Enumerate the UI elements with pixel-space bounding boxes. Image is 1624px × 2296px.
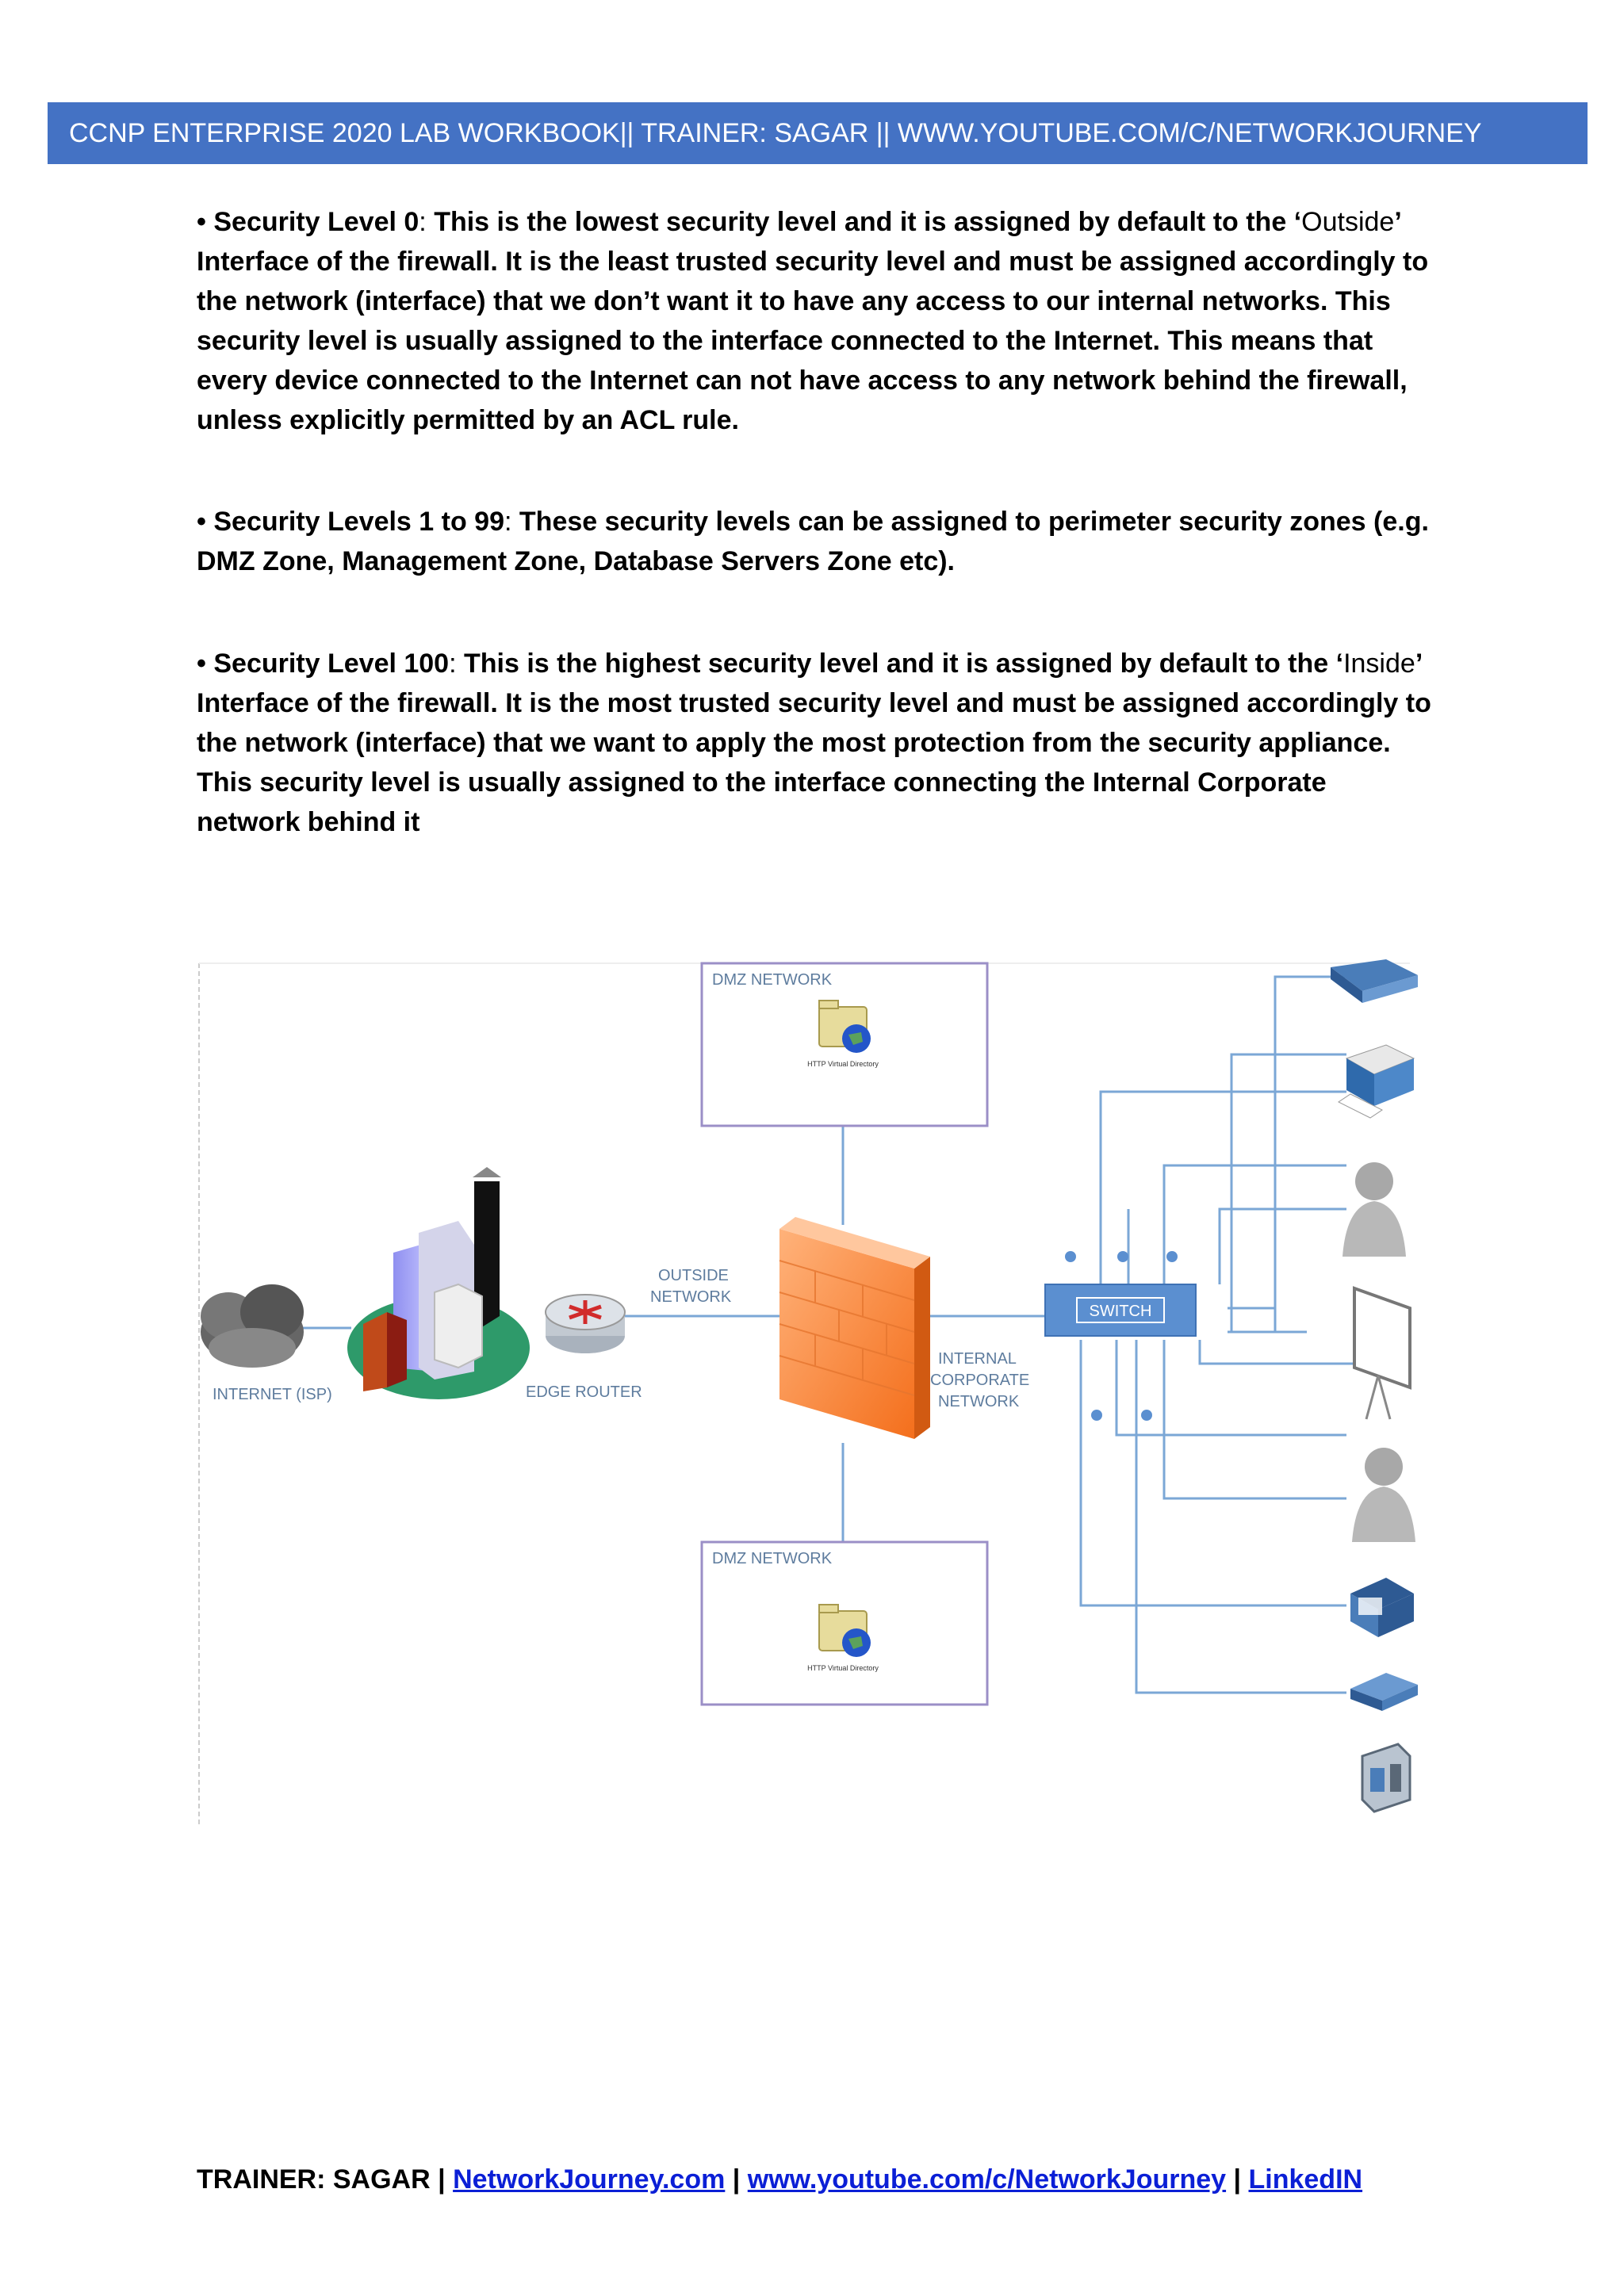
internal-label-1: INTERNAL bbox=[938, 1350, 1017, 1368]
internal-label-2: CORPORATE bbox=[930, 1372, 1029, 1389]
switch-label-box bbox=[1076, 1297, 1165, 1323]
connection-lines bbox=[300, 975, 1354, 1694]
separator: : bbox=[419, 207, 427, 237]
router-icon bbox=[545, 1294, 626, 1353]
user-icon bbox=[1352, 1448, 1415, 1542]
http-folder-icon bbox=[818, 1604, 871, 1657]
term: Security Level 100 bbox=[213, 649, 450, 679]
outside-label-2: NETWORK bbox=[650, 1288, 732, 1306]
page-footer: TRAINER: SAGAR | NetworkJourney.com | ww… bbox=[197, 2164, 1362, 2195]
edge-router-label: EDGE ROUTER bbox=[526, 1383, 642, 1401]
internal-label-3: NETWORK bbox=[938, 1393, 1020, 1410]
diagram-svg: DMZ NETWORK HTTP Virtual Directory DMZ N… bbox=[198, 959, 1418, 1827]
footer-separator: | bbox=[732, 2164, 741, 2195]
switch-box bbox=[1044, 1284, 1197, 1337]
paragraph-text: This is the highest security level and i… bbox=[464, 649, 1329, 679]
user-icon bbox=[1342, 1162, 1406, 1257]
term: Security Levels 1 to 99 bbox=[213, 507, 504, 537]
dmz-top-label: DMZ NETWORK bbox=[712, 971, 833, 989]
paragraph-text: This is the lowest security level and it… bbox=[434, 207, 1287, 237]
bullet: • bbox=[197, 649, 206, 679]
separator: : bbox=[504, 507, 512, 537]
bullet: • bbox=[197, 207, 206, 237]
networkjourney-link[interactable]: NetworkJourney.com bbox=[453, 2164, 726, 2195]
phone-icon bbox=[1350, 1578, 1414, 1637]
paragraph-text: Interface of the firewall. It is the lea… bbox=[197, 247, 1429, 435]
quote-open: ‘ bbox=[1335, 649, 1344, 679]
camera-icon bbox=[1361, 1743, 1411, 1813]
security-levels-1-99-paragraph: • Security Levels 1 to 99: These securit… bbox=[197, 502, 1434, 581]
outside-label-1: OUTSIDE bbox=[658, 1267, 729, 1284]
separator: : bbox=[449, 649, 457, 679]
paragraph-text: Interface of the firewall. It is the mos… bbox=[197, 688, 1431, 837]
quoted-term: Inside bbox=[1343, 649, 1415, 679]
footer-trainer: TRAINER: SAGAR bbox=[197, 2164, 431, 2195]
http-top-label: HTTP Virtual Directory bbox=[807, 1060, 879, 1068]
printer-icon bbox=[1338, 1044, 1415, 1119]
dmz-bottom-label: DMZ NETWORK bbox=[712, 1550, 833, 1567]
header-title: CCNP ENTERPRISE 2020 LAB WORKBOOK|| TRAI… bbox=[69, 118, 1482, 148]
bullet: • bbox=[197, 507, 206, 537]
projector-screen-icon bbox=[1353, 1286, 1411, 1420]
switch-label: SWITCH bbox=[1090, 1303, 1152, 1320]
http-bottom-label: HTTP Virtual Directory bbox=[807, 1664, 879, 1672]
footer-separator: | bbox=[1233, 2164, 1242, 2195]
http-folder-icon bbox=[818, 1000, 871, 1053]
firewall-icon bbox=[779, 1217, 930, 1439]
network-device-icon bbox=[1350, 1673, 1418, 1711]
term: Security Level 0 bbox=[213, 207, 419, 237]
youtube-link[interactable]: www.youtube.com/c/NetworkJourney bbox=[747, 2164, 1227, 2195]
linkedin-link[interactable]: LinkedIN bbox=[1248, 2164, 1363, 2195]
quote-open: ‘ bbox=[1293, 207, 1302, 237]
network-diagram: DMZ NETWORK HTTP Virtual Directory DMZ N… bbox=[197, 959, 1434, 1831]
cloud-icon bbox=[201, 1284, 304, 1368]
page-header: CCNP ENTERPRISE 2020 LAB WORKBOOK|| TRAI… bbox=[48, 102, 1588, 164]
paragraph-text: These security levels can be assigned to… bbox=[197, 507, 1429, 576]
footer-separator: | bbox=[438, 2164, 446, 2195]
scanner-icon bbox=[1331, 959, 1418, 1003]
quote-close: ’ bbox=[1394, 207, 1400, 237]
quote-close: ’ bbox=[1415, 649, 1422, 679]
internet-label: INTERNET (ISP) bbox=[213, 1386, 332, 1403]
buildings-icon bbox=[347, 1167, 530, 1399]
security-level-0-paragraph: • Security Level 0: This is the lowest s… bbox=[197, 202, 1434, 440]
connection-dots bbox=[1065, 1251, 1178, 1421]
quoted-term: Outside bbox=[1301, 207, 1395, 237]
security-level-100-paragraph: • Security Level 100: This is the highes… bbox=[197, 644, 1434, 842]
